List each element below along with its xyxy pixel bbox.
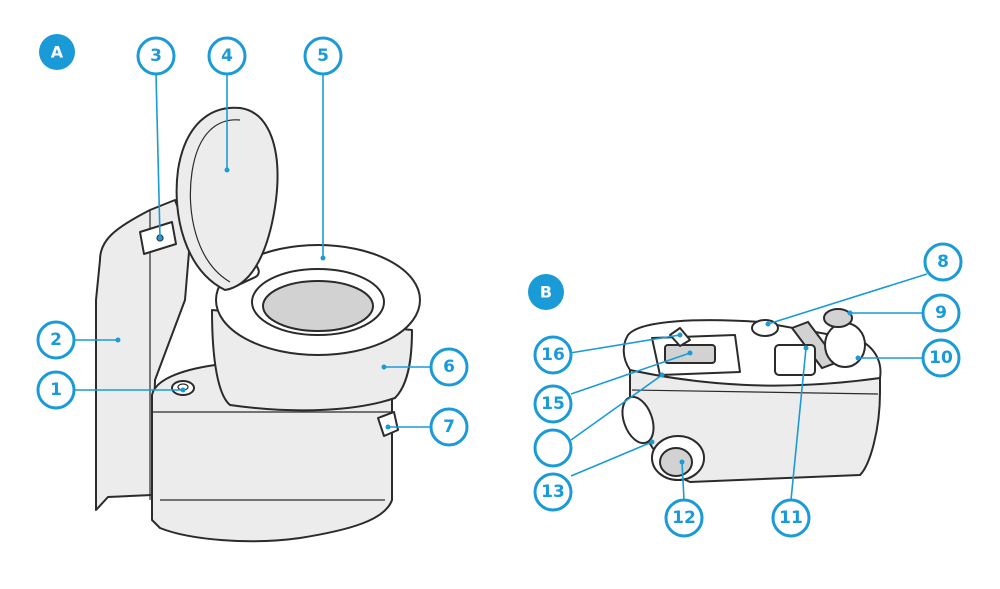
callout-label: 5	[317, 46, 329, 66]
callout-13: 13	[533, 472, 573, 512]
section-badge-b: B	[528, 274, 564, 310]
callout-7: 7	[429, 407, 469, 447]
callout-5: 5	[303, 36, 343, 76]
callout-11: 11	[771, 498, 811, 538]
callout-label: 16	[541, 345, 565, 365]
callout-3: 3	[136, 36, 176, 76]
callout-14	[533, 428, 573, 468]
callout-label: 7	[443, 417, 455, 437]
callout-8: 8	[923, 242, 963, 282]
callout-label: 10	[929, 348, 953, 368]
callout-4: 4	[207, 36, 247, 76]
section-badge-label: B	[540, 283, 552, 302]
callout-15: 15	[533, 384, 573, 424]
callout-10: 10	[921, 338, 961, 378]
callout-label: 6	[443, 357, 455, 377]
callout-label: 3	[150, 46, 162, 66]
callout-1: 1	[36, 370, 76, 410]
callout-label: 1	[50, 380, 62, 400]
callout-9: 9	[921, 293, 961, 333]
callout-label: 15	[541, 394, 565, 414]
callout-label: 8	[937, 252, 949, 272]
callout-16: 16	[533, 335, 573, 375]
toilet-lid	[175, 106, 279, 291]
callout-label: 2	[50, 330, 62, 350]
toilet-illustration	[95, 106, 421, 543]
callout-6: 6	[429, 347, 469, 387]
leader-lines	[74, 73, 928, 501]
callout-label: 9	[935, 303, 947, 323]
section-badge-label: A	[51, 43, 64, 62]
level-indicator	[824, 322, 866, 368]
callout-label: 11	[779, 508, 803, 528]
cassette-illustration	[621, 308, 882, 483]
callout-label: 13	[541, 482, 565, 502]
section-badge-a: A	[39, 34, 75, 70]
callout-label: 12	[672, 508, 696, 528]
cassette-latch	[377, 411, 399, 437]
callout-2: 2	[36, 320, 76, 360]
callout-label: 4	[221, 46, 233, 66]
callout-12: 12	[664, 498, 704, 538]
